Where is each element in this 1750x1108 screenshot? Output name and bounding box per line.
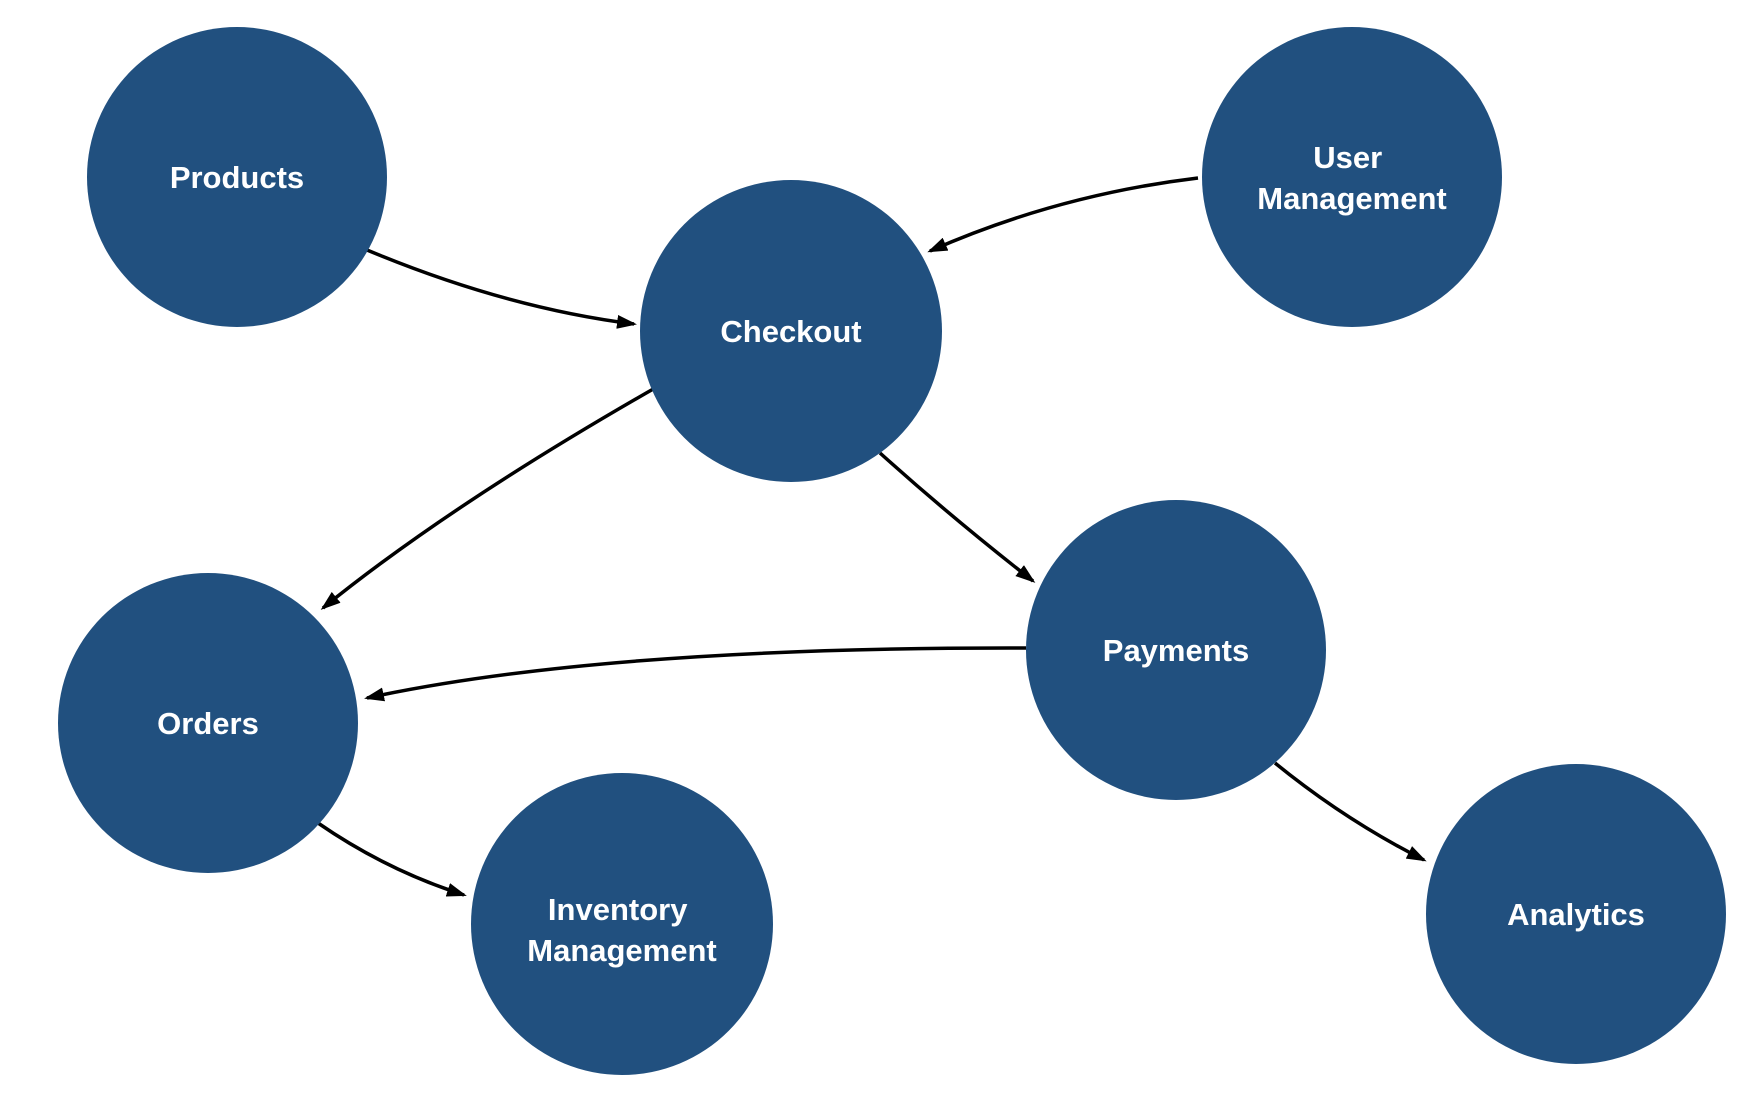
edge-payments-to-analytics[interactable] [1273, 761, 1427, 862]
node-circle [640, 180, 942, 482]
edge-orders-to-inventory-management[interactable] [317, 821, 467, 897]
node-checkout[interactable]: Checkout [640, 180, 942, 482]
edge-payments-to-orders[interactable] [364, 646, 1027, 702]
node-circle [58, 573, 358, 873]
node-label-line: Inventory [548, 892, 688, 927]
node-label-line: User [1313, 140, 1382, 175]
node-payments[interactable]: Payments [1026, 500, 1326, 800]
node-products[interactable]: Products [87, 27, 387, 327]
node-label: Analytics [1507, 897, 1645, 932]
node-label: Orders [157, 706, 259, 741]
node-layer: Products User Management Checkout Paymen… [58, 27, 1726, 1075]
node-user-management[interactable]: User Management [1202, 27, 1502, 327]
node-analytics[interactable]: Analytics [1426, 764, 1726, 1064]
node-circle [471, 773, 773, 1075]
edge-checkout-to-orders[interactable] [320, 386, 656, 610]
node-label: Inventory Management [527, 892, 716, 968]
node-circle [1202, 27, 1502, 327]
edge-user-management-to-checkout[interactable] [927, 176, 1199, 253]
node-circle [87, 27, 387, 327]
node-label: Checkout [720, 314, 861, 349]
node-circle [1026, 500, 1326, 800]
node-label: Products [170, 160, 304, 195]
node-circle [1426, 764, 1726, 1064]
node-inventory-management[interactable]: Inventory Management [471, 773, 773, 1075]
edge-checkout-to-payments[interactable] [878, 451, 1036, 583]
edge-products-to-checkout[interactable] [366, 248, 637, 329]
node-label: User Management [1257, 140, 1446, 216]
node-label-line: Management [1257, 181, 1446, 216]
node-label: Payments [1103, 633, 1249, 668]
node-orders[interactable]: Orders [58, 573, 358, 873]
edge-layer [317, 176, 1427, 897]
node-label-line: Management [527, 933, 716, 968]
